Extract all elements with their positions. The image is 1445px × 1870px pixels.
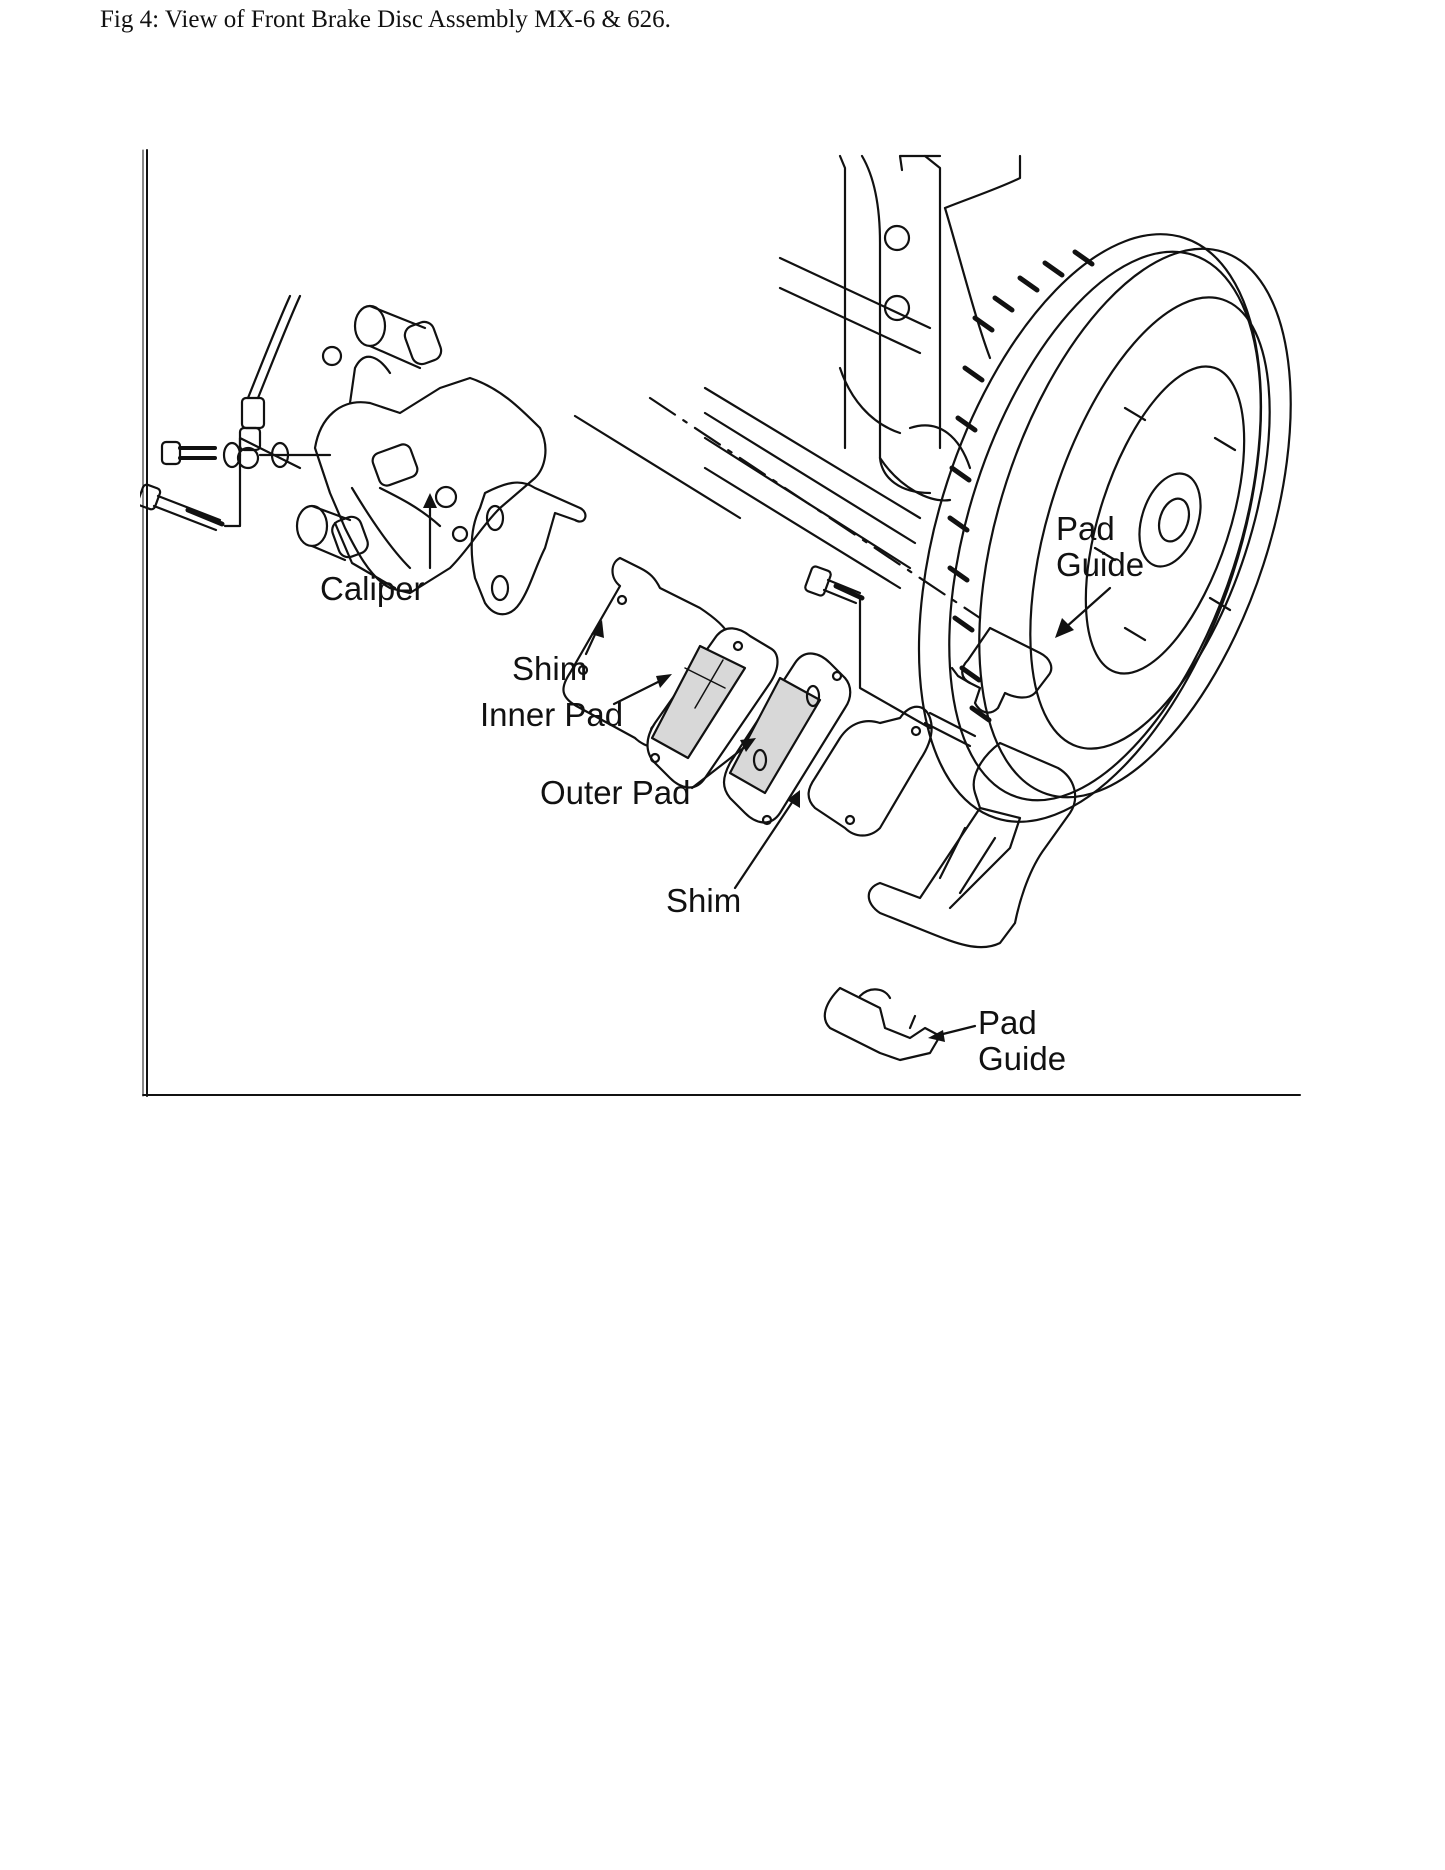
leader-outer-pad <box>690 741 752 790</box>
caliper-bracket <box>867 711 1077 949</box>
label-pad-guide-lower-line2: Guide <box>978 1040 1066 1077</box>
caliper <box>313 345 547 595</box>
guide-pin-lower <box>295 504 369 562</box>
caliper-bolt <box>140 436 302 532</box>
label-inner-pad: Inner Pad <box>480 696 623 733</box>
label-pad-guide-upper-line1: Pad <box>1056 510 1115 547</box>
alignment-line-2 <box>573 414 742 520</box>
pad-guide-lower <box>823 986 942 1062</box>
label-caliper: Caliper <box>320 570 425 607</box>
label-pad-guide-upper-line2: Guide <box>1056 546 1144 583</box>
leader-shim-outer <box>733 796 797 890</box>
leader-inner-pad <box>612 676 668 706</box>
brake-hose <box>236 294 302 470</box>
mounting-bolt <box>804 565 932 730</box>
outer-shim <box>807 705 933 837</box>
drive-axle <box>703 256 932 590</box>
label-shim-outer: Shim <box>666 882 741 919</box>
label-shim-inner: Shim <box>512 650 587 687</box>
brake-rotor <box>917 233 1292 823</box>
leader-pad-guide-upper <box>1063 586 1112 630</box>
anti-rattle-spring <box>470 481 587 616</box>
brake-assembly-diagram: Caliper Shim Inner Pad Outer Pad <box>140 148 1302 1098</box>
alignment-line <box>648 396 982 620</box>
outer-pad <box>722 652 852 826</box>
guide-pin-upper <box>353 304 443 370</box>
figure-frame <box>142 149 1301 1097</box>
label-pad-guide-lower-line1: Pad <box>978 1004 1037 1041</box>
label-outer-pad: Outer Pad <box>540 774 690 811</box>
figure-caption: Fig 4: View of Front Brake Disc Assembly… <box>100 6 671 33</box>
banjo-bolt <box>160 440 332 469</box>
pad-guide-upper <box>950 626 1053 714</box>
